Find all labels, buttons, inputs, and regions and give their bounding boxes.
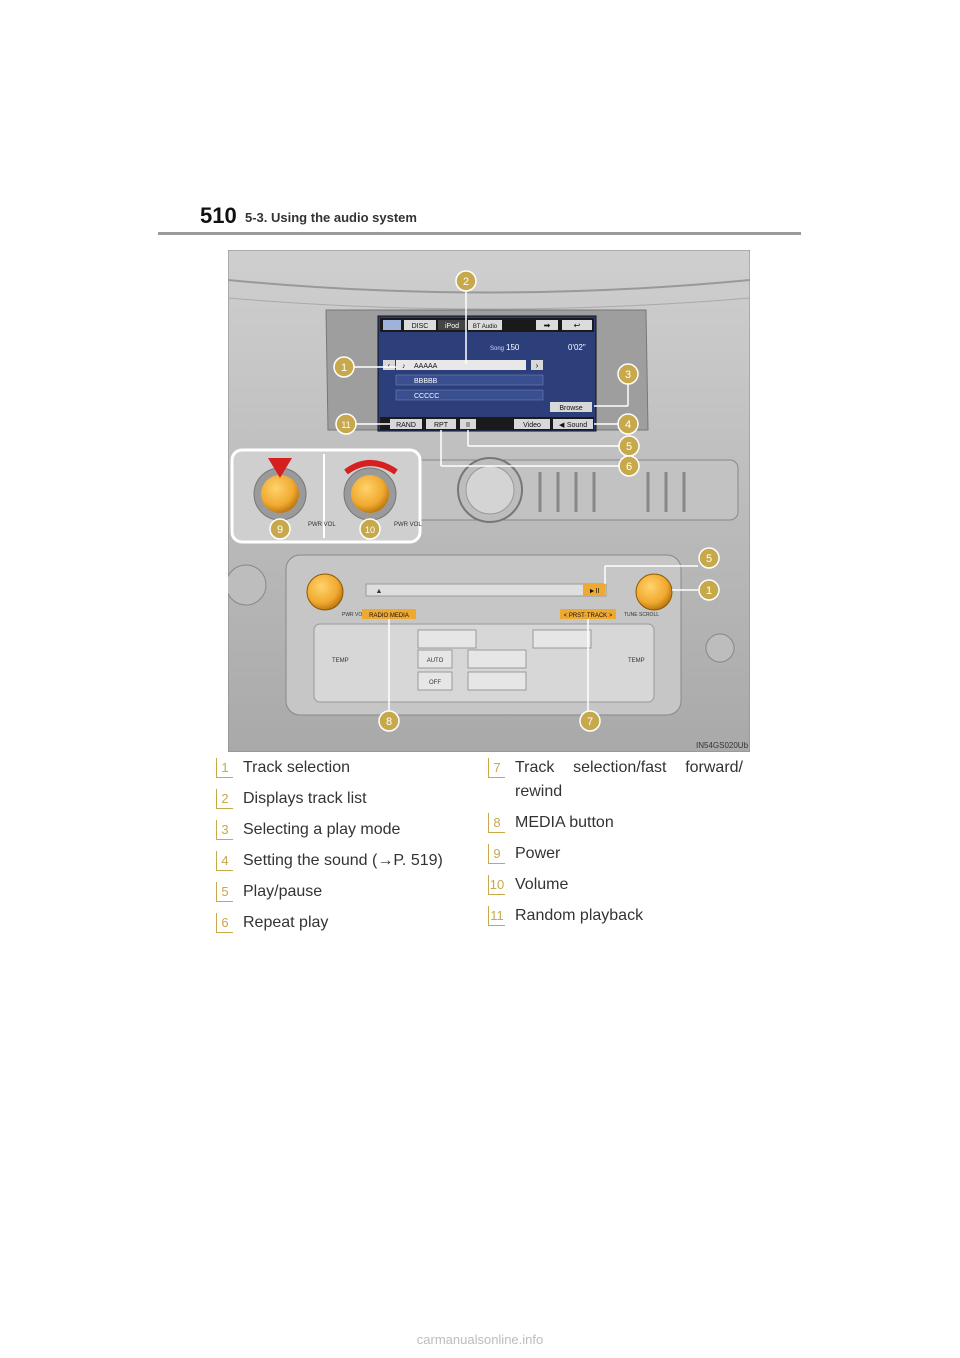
- legend-text: Random playback: [515, 907, 644, 924]
- rpt-button: RPT: [434, 422, 449, 429]
- temp-label: TEMP: [628, 658, 645, 664]
- pwr-vol-knob: [306, 573, 344, 611]
- legend-text: Play/pause: [243, 883, 323, 900]
- legend-item: 10 Volume: [488, 873, 743, 897]
- callout-9: 9: [277, 524, 283, 536]
- sound-button: Sound: [567, 422, 587, 429]
- audio-system-illustration: DISC iPod BT Audio ➡ ↩ Song 150 0'02" ‹ …: [228, 250, 750, 752]
- header-rule: [158, 232, 801, 235]
- tab-ipod: iPod: [445, 323, 459, 330]
- tab-bt-audio: BT Audio: [473, 324, 498, 330]
- callout-10: 10: [365, 525, 375, 535]
- next-track-icon: ›: [536, 361, 539, 370]
- legend-text: Repeat play: [243, 914, 329, 931]
- page-number: 510: [200, 203, 237, 228]
- legend-number: 5: [216, 882, 233, 902]
- callout-1: 1: [341, 362, 347, 374]
- callout-1: 1: [706, 585, 712, 597]
- panel-label: PWR VOL: [342, 612, 365, 618]
- track-time: 0'02": [568, 343, 586, 352]
- legend-item: 5 Play/pause: [216, 880, 456, 904]
- legend-text: Power: [515, 845, 561, 862]
- callout-3: 3: [625, 369, 631, 381]
- callout-5: 5: [706, 553, 712, 565]
- legend-number: 1: [216, 758, 233, 778]
- legend-text: Selecting a play mode: [243, 821, 401, 838]
- callout-2: 2: [463, 276, 469, 288]
- inset-knob-label: PWR VOL: [394, 522, 422, 528]
- temp-label: TEMP: [332, 658, 349, 664]
- legend-number: 11: [488, 906, 505, 926]
- track-item: BBBBB: [414, 378, 438, 385]
- inset-knob-label: PWR VOL: [308, 522, 336, 528]
- rotate-arrow-icon: [344, 460, 398, 475]
- legend-number: 3: [216, 820, 233, 840]
- radio-media-button: RADIO MEDIA: [369, 613, 409, 619]
- forward-arrow-icon: ➡: [544, 321, 551, 330]
- tune-scroll-knob: [635, 573, 673, 611]
- legend-item: 6 Repeat play: [216, 911, 456, 935]
- auto-button: AUTO: [427, 658, 444, 664]
- legend-number: 10: [488, 875, 505, 895]
- legend-number: 2: [216, 789, 233, 809]
- legend-number: 9: [488, 844, 505, 864]
- prev-track-icon: ‹: [388, 361, 391, 370]
- legend-text: Setting the sound (→P. 519): [243, 852, 443, 869]
- legend-item: 4 Setting the sound (→P. 519): [216, 849, 456, 873]
- eject-icon: ▲: [376, 588, 383, 595]
- pause-button: II: [466, 422, 470, 429]
- legend-number: 7: [488, 758, 505, 778]
- video-button: Video: [523, 422, 541, 429]
- song-label: Song: [490, 346, 504, 352]
- legend-text: MEDIA button: [515, 814, 614, 831]
- browse-button: Browse: [559, 405, 582, 412]
- back-icon: ↩: [574, 321, 581, 330]
- rand-button: RAND: [396, 422, 416, 429]
- legend-number: 6: [216, 913, 233, 933]
- song-number: 150: [506, 343, 520, 352]
- seek-track-button: < PRST·TRACK >: [564, 613, 613, 619]
- callout-7: 7: [587, 716, 593, 728]
- press-arrow-icon: [268, 458, 292, 478]
- callout-6: 6: [626, 461, 632, 473]
- legend-text: Track selection/fast forward/ rewind: [515, 759, 743, 800]
- legend-text: Volume: [515, 876, 569, 893]
- callout-8: 8: [386, 716, 392, 728]
- callout-4: 4: [625, 419, 631, 431]
- legend-item: 8 MEDIA button: [488, 811, 743, 835]
- power-knob: [261, 475, 299, 513]
- footer-watermark[interactable]: carmanualsonline.info: [416, 1332, 544, 1347]
- tab-disc: DISC: [412, 323, 429, 330]
- legend-number: 8: [488, 813, 505, 833]
- play-pause-icon: ►II: [589, 588, 600, 595]
- track-item: CCCCC: [414, 393, 439, 400]
- callout-11: 11: [341, 420, 350, 430]
- callout-5: 5: [626, 441, 632, 453]
- legend-text: Displays track list: [243, 790, 367, 807]
- legend-item: 3 Selecting a play mode: [216, 818, 456, 842]
- section-title: 5-3. Using the audio system: [245, 210, 417, 225]
- legend-text: Track selection: [243, 759, 350, 776]
- panel-label: TUNE SCROLL: [624, 612, 659, 618]
- legend-item: 9 Power: [488, 842, 743, 866]
- legend-number: 4: [216, 851, 233, 871]
- music-note-icon: ♪: [402, 363, 406, 370]
- legend-item: 7 Track selection/fast forward/ rewind: [488, 756, 743, 804]
- figure-code: IN54GS020Ub: [696, 741, 749, 750]
- legend-item: 2 Displays track list: [216, 787, 456, 811]
- legend-item: 11 Random playback: [488, 904, 743, 928]
- legend-item: 1 Track selection: [216, 756, 456, 780]
- track-item: AAAAA: [414, 363, 438, 370]
- off-button: OFF: [429, 680, 441, 686]
- speaker-icon: ◀: [559, 422, 565, 429]
- volume-knob: [351, 475, 389, 513]
